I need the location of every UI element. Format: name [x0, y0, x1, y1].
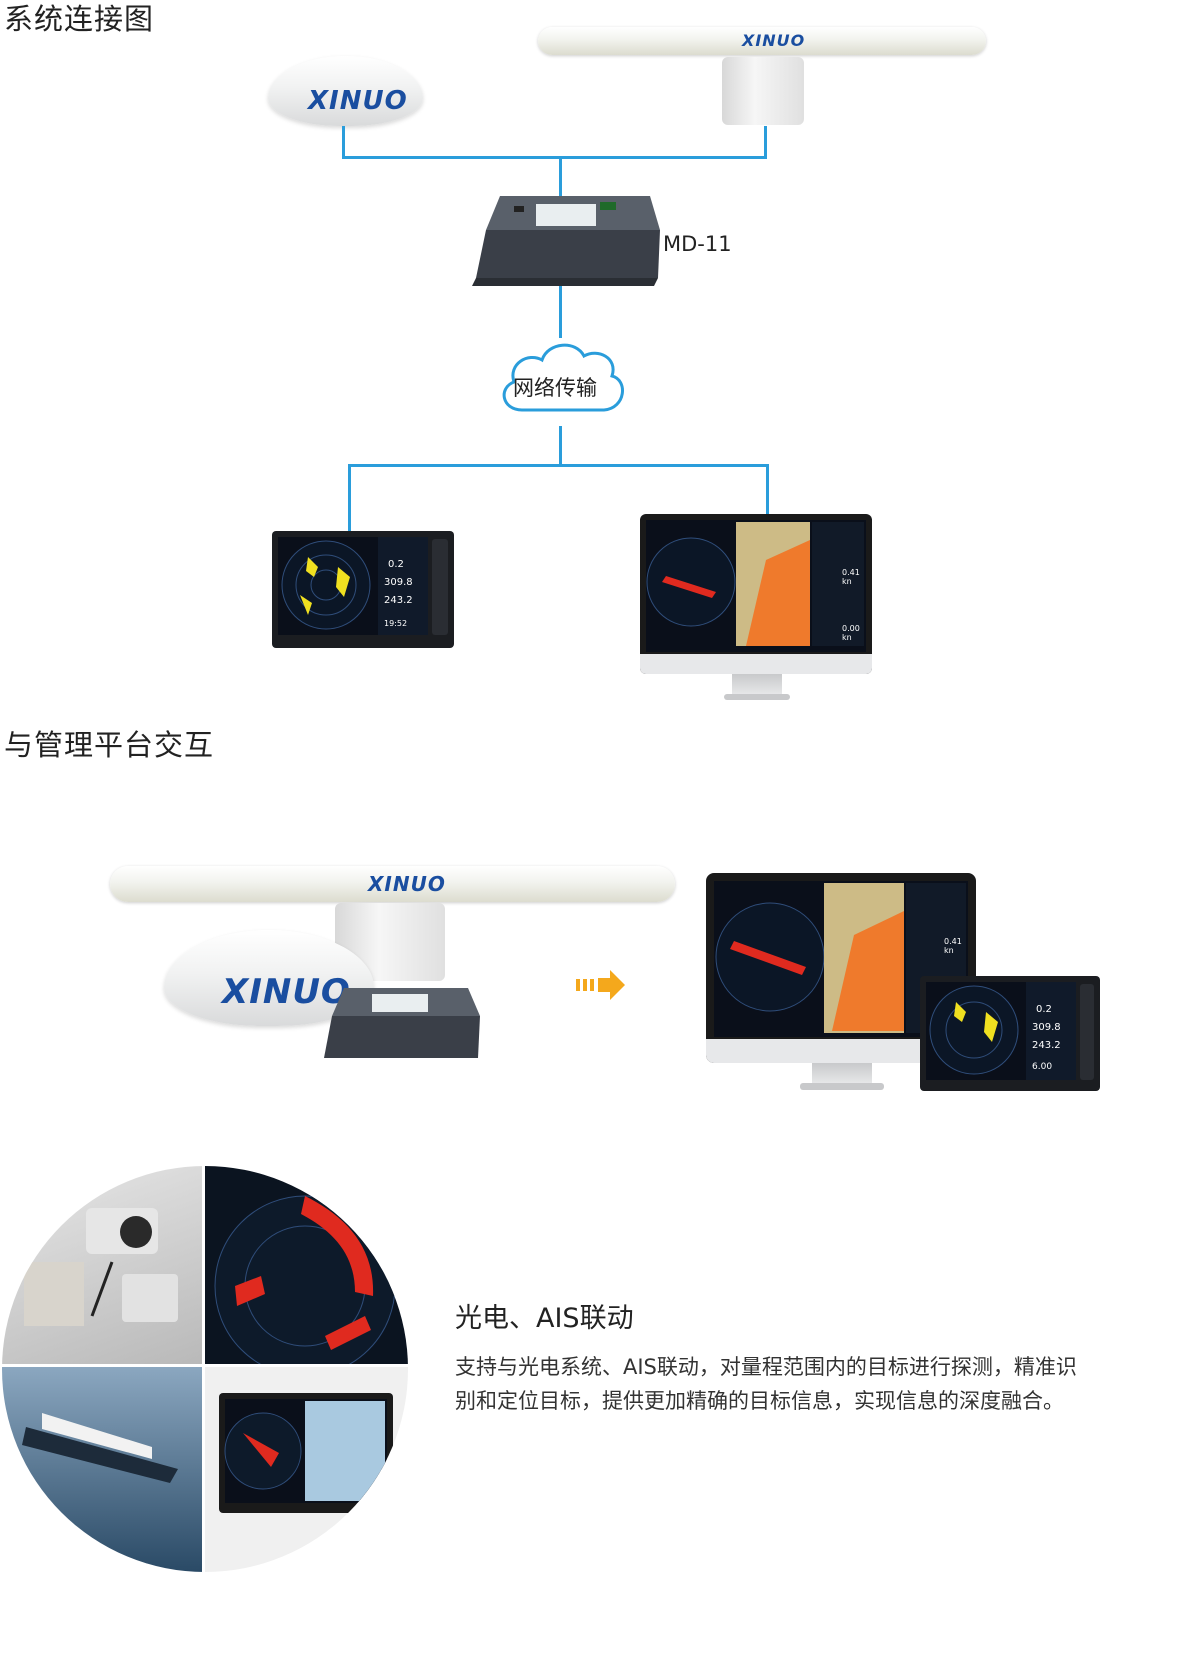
connector-line	[342, 126, 345, 158]
radar-display-unit: 0.2 309.8 243.2 6.00	[920, 976, 1100, 1091]
eo-camera-photo	[2, 1166, 202, 1364]
collage-divider	[202, 1166, 205, 1572]
ship-photo	[2, 1367, 202, 1572]
readout-value: 309.8	[1032, 1022, 1061, 1033]
section-title-platform: 与管理平台交互	[4, 728, 215, 762]
connector-line	[766, 464, 769, 514]
feature-description-line: 支持与光电系统、AIS联动，对量程范围内的目标进行探测，精准识	[455, 1355, 1077, 1379]
readout-value: 309.8	[384, 577, 413, 588]
monitor-stand	[732, 674, 782, 696]
connector-line	[559, 156, 562, 198]
feature-description-line: 别和定位目标，提供更加精确的目标信息，实现信息的深度融合。	[455, 1389, 1064, 1413]
brand-logo: XINUO	[742, 31, 806, 50]
network-label: 网络传输	[513, 376, 597, 400]
control-keypad	[1080, 984, 1094, 1080]
section-title-connection: 系统连接图	[4, 2, 155, 36]
readout-value: 0.41 kn	[944, 937, 962, 955]
readout-value: 243.2	[384, 595, 413, 606]
connector-line	[559, 426, 562, 466]
readout-value: 0.2	[1036, 1004, 1052, 1015]
md11-processor-box	[324, 988, 480, 1058]
flow-arrow-icon	[576, 970, 625, 1000]
network-cloud-icon	[502, 343, 624, 412]
processor-label: MD-11	[663, 232, 732, 256]
monitor-base	[800, 1083, 884, 1090]
connector-line	[764, 126, 767, 158]
readout-value: 0.41 kn	[842, 568, 860, 586]
readout-value: 243.2	[1032, 1040, 1061, 1051]
antenna-pedestal	[722, 57, 804, 125]
feature-description: 支持与光电系统、AIS联动，对量程范围内的目标进行探测，精准识 别和定位目标，提…	[455, 1350, 1155, 1418]
feature-collage	[2, 1166, 408, 1572]
monitor-stand	[812, 1063, 872, 1085]
control-keypad	[432, 539, 448, 635]
monitor-photo	[205, 1367, 408, 1572]
connector-line	[559, 286, 562, 338]
brand-logo: XINUO	[308, 86, 408, 116]
readout-value: 0.2	[388, 559, 404, 570]
dome-antenna: XINUO	[268, 56, 423, 126]
open-array-antenna: XINUO	[110, 866, 675, 902]
brand-logo: XINUO	[222, 972, 351, 1012]
brand-logo: XINUO	[368, 872, 446, 896]
radar-display-unit: 0.2 309.8 243.2 19:52	[272, 531, 454, 648]
monitor-screen: 0.41 kn	[714, 881, 968, 1037]
md11-processor-box	[472, 196, 660, 286]
workstation-monitor: 0.41 kn 0.00 kn	[640, 514, 872, 674]
open-array-antenna: XINUO	[538, 27, 986, 55]
monitor-chin	[640, 654, 872, 674]
radar-screen: 0.2 309.8 243.2 19:52	[278, 537, 428, 635]
collage-divider	[2, 1364, 408, 1367]
connector-line	[348, 464, 768, 467]
readout-value: 6.00	[1032, 1062, 1053, 1072]
connector-line	[348, 464, 351, 532]
monitor-base	[724, 694, 790, 700]
readout-value: 0.00 kn	[842, 624, 860, 642]
dome-antenna: XINUO	[164, 930, 374, 1026]
radar-screen: 0.2 309.8 243.2 6.00	[926, 982, 1076, 1080]
radar-screen-photo	[205, 1166, 408, 1377]
connector-line	[342, 156, 767, 159]
feature-title: 光电、AIS联动	[455, 1303, 634, 1334]
monitor-screen: 0.41 kn 0.00 kn	[646, 520, 866, 652]
readout-value: 19:52	[384, 619, 408, 628]
